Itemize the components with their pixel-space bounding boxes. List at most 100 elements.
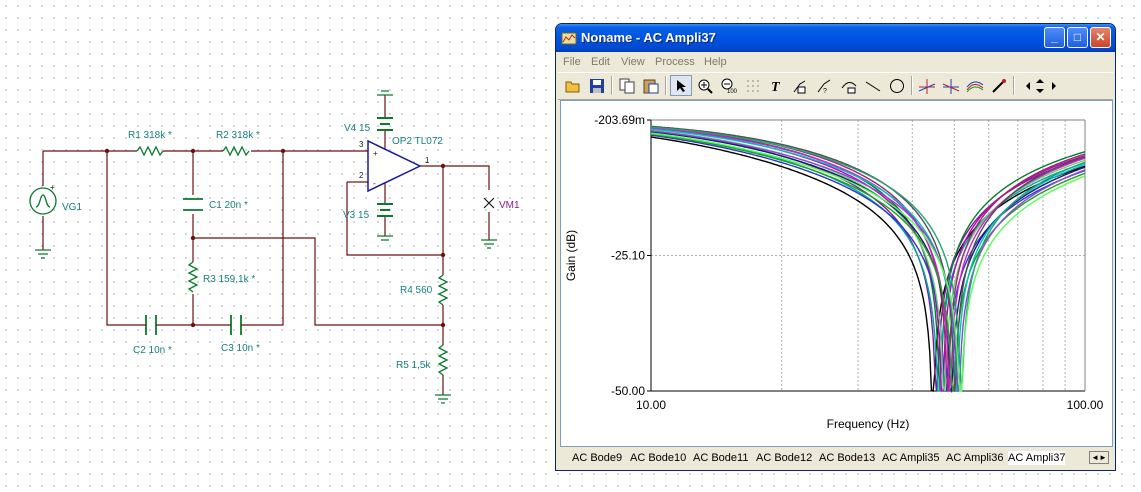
r4-label: R4 560 bbox=[400, 285, 433, 296]
curve-label-2-icon[interactable]: ? bbox=[814, 75, 836, 96]
toolbar: 100 T ? bbox=[558, 72, 1113, 100]
op2-label: OP2 TL072 bbox=[392, 136, 443, 147]
series-line bbox=[650, 131, 1086, 394]
c3-label: C3 10n * bbox=[221, 343, 260, 354]
paste-icon[interactable] bbox=[640, 75, 662, 96]
pointer-icon[interactable] bbox=[670, 75, 692, 96]
cursor-a-icon[interactable] bbox=[916, 75, 938, 96]
r2-label: R2 318k * bbox=[216, 130, 260, 141]
pin-2-label: 2 bbox=[359, 171, 364, 180]
tab-ac-bode10[interactable]: AC Bode10 bbox=[630, 452, 687, 464]
r5-label: R5 1,5k bbox=[396, 360, 431, 371]
svg-text:T: T bbox=[771, 80, 781, 93]
resistor-r2[interactable]: R2 318k * bbox=[216, 130, 260, 157]
tab-ac-bode12[interactable]: AC Bode12 bbox=[756, 452, 813, 464]
vg1-source[interactable]: + VG1 bbox=[29, 183, 82, 215]
menu-help[interactable]: Help bbox=[704, 56, 727, 68]
resistor-r4[interactable]: R4 560 bbox=[400, 274, 449, 306]
resistor-r1[interactable]: R1 318k * bbox=[128, 130, 172, 157]
menu-view[interactable]: View bbox=[621, 56, 645, 68]
tab-ac-ampli35[interactable]: AC Ampli35 bbox=[882, 452, 940, 464]
pin-1-label: 1 bbox=[425, 156, 430, 165]
menu-edit[interactable]: Edit bbox=[591, 56, 610, 68]
curves-icon[interactable] bbox=[964, 75, 986, 96]
series-line bbox=[650, 126, 1086, 392]
v3-label: V3 15 bbox=[343, 210, 370, 221]
tab-bar: AC Bode9 AC Bode10 AC Bode11 AC Bode12 A… bbox=[560, 449, 1113, 467]
title-bar[interactable]: Noname - AC Ampli37 _ □ ✕ bbox=[556, 24, 1115, 52]
supply-v4[interactable]: V4 15 bbox=[344, 90, 393, 134]
save-icon[interactable] bbox=[586, 75, 608, 96]
series-line bbox=[650, 126, 1086, 392]
curve-label-3-icon[interactable] bbox=[838, 75, 860, 96]
analysis-window[interactable]: Noname - AC Ampli37 _ □ ✕ File Edit View… bbox=[555, 23, 1116, 471]
menu-bar: File Edit View Process Help bbox=[556, 52, 1115, 72]
svg-text:100: 100 bbox=[727, 89, 738, 94]
capacitor-c2[interactable]: C2 10n * bbox=[133, 315, 172, 356]
r3-label: R3 159,1k * bbox=[203, 274, 255, 285]
schematic-canvas[interactable]: + VG1 R1 318k * R2 318k * C1 20n * R3 15… bbox=[0, 0, 545, 492]
y-tick-label: -203.69m bbox=[594, 113, 645, 127]
grid-icon[interactable] bbox=[742, 75, 764, 96]
ground-symbols bbox=[35, 239, 497, 404]
tab-ac-ampli36[interactable]: AC Ampli36 bbox=[946, 452, 1004, 464]
series-line bbox=[650, 127, 1086, 392]
resistor-r3[interactable]: R3 159,1k * bbox=[187, 261, 255, 293]
tab-ac-bode13[interactable]: AC Bode13 bbox=[819, 452, 876, 464]
series-line bbox=[650, 132, 1086, 392]
series-line bbox=[650, 130, 1086, 392]
circle-icon[interactable] bbox=[886, 75, 908, 96]
menu-file[interactable]: File bbox=[563, 56, 581, 68]
zoom-in-icon[interactable] bbox=[694, 75, 716, 96]
op-minus-label: - bbox=[373, 179, 376, 188]
series-line bbox=[650, 134, 1086, 392]
window-title: Noname - AC Ampli37 bbox=[581, 30, 716, 45]
voltmeter-vm1[interactable]: VM1 bbox=[483, 197, 520, 211]
pen-icon[interactable] bbox=[988, 75, 1010, 96]
x-tick-label: 100.00 bbox=[1067, 398, 1104, 412]
x-axis-label: Frequency (Hz) bbox=[827, 417, 910, 431]
nav-arrows-icon[interactable] bbox=[1019, 75, 1063, 96]
series-line bbox=[650, 133, 1086, 392]
r1-label: R1 318k * bbox=[128, 130, 172, 141]
svg-text:?: ? bbox=[823, 88, 827, 94]
op-plus-label: + bbox=[373, 149, 378, 158]
x-tick-label: 10.00 bbox=[636, 398, 666, 412]
v4-label: V4 15 bbox=[344, 123, 371, 134]
menu-process[interactable]: Process bbox=[655, 56, 695, 68]
wires bbox=[42, 95, 490, 395]
series-line bbox=[650, 125, 1086, 392]
line-icon[interactable] bbox=[862, 75, 884, 96]
text-icon[interactable]: T bbox=[766, 75, 788, 96]
c2-label: C2 10n * bbox=[133, 345, 172, 356]
tab-scroll-arrows[interactable]: ◄► bbox=[1089, 451, 1109, 464]
resistor-r5[interactable]: R5 1,5k bbox=[396, 344, 449, 376]
c1-label: C1 20n * bbox=[209, 200, 248, 211]
series-line bbox=[650, 129, 1086, 392]
close-button[interactable]: ✕ bbox=[1090, 27, 1111, 48]
capacitor-c3[interactable]: C3 10n * bbox=[221, 315, 260, 354]
zoom-100-icon[interactable]: 100 bbox=[718, 75, 740, 96]
tab-ac-bode11[interactable]: AC Bode11 bbox=[693, 452, 749, 464]
minimize-button[interactable]: _ bbox=[1044, 27, 1065, 48]
maximize-button[interactable]: □ bbox=[1067, 27, 1088, 48]
series-line bbox=[650, 126, 1086, 392]
opamp-op2[interactable]: 3 2 + - 1 OP2 TL072 bbox=[359, 136, 443, 193]
capacitor-c1[interactable]: C1 20n * bbox=[183, 198, 248, 211]
vm1-label: VM1 bbox=[499, 200, 520, 211]
tab-ac-bode9[interactable]: AC Bode9 bbox=[572, 452, 623, 464]
tab-ac-ampli37[interactable]: AC Ampli37 bbox=[1008, 451, 1066, 465]
curve-label-icon[interactable] bbox=[790, 75, 812, 96]
y-axis-label: Gain (dB) bbox=[564, 230, 578, 281]
y-tick-label: -50.00 bbox=[611, 384, 645, 398]
series-line bbox=[650, 130, 1086, 392]
junctions bbox=[104, 148, 446, 328]
copy-icon[interactable] bbox=[616, 75, 638, 96]
vg1-plus-label: + bbox=[50, 183, 55, 192]
open-icon[interactable] bbox=[562, 75, 584, 96]
vg1-label: VG1 bbox=[62, 202, 82, 213]
supply-v3[interactable]: V3 15 bbox=[343, 203, 393, 241]
cursor-b-icon[interactable] bbox=[940, 75, 962, 96]
